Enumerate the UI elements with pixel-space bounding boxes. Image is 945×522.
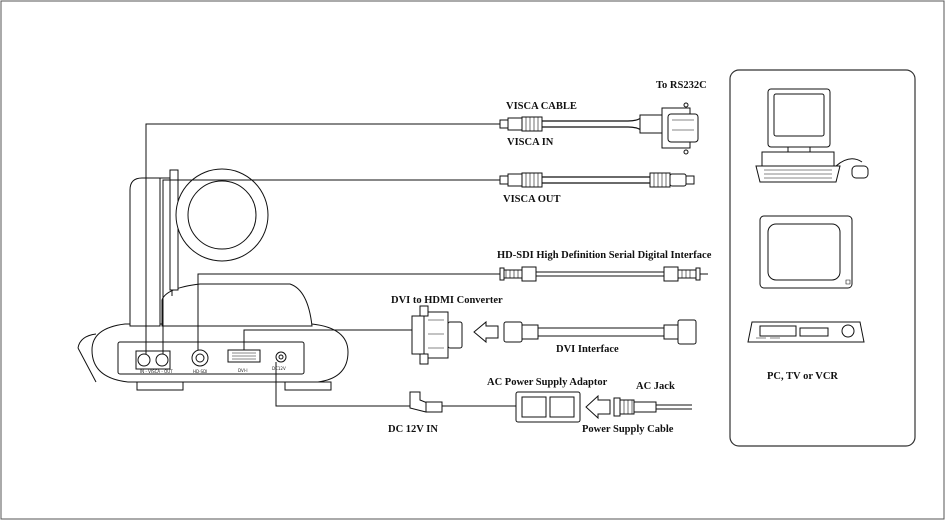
to-rs232c-label: To RS232C	[656, 80, 707, 91]
ac-jack-label: AC Jack	[636, 381, 675, 392]
visca-out-label: VISCA OUT	[503, 194, 560, 205]
dc-12v-in-label: DC 12V IN	[388, 424, 438, 435]
ac-adaptor-label: AC Power Supply Adaptor	[487, 377, 608, 388]
hd-sdi-port-label: HD-SDI	[193, 369, 207, 374]
pc-icon	[755, 88, 869, 183]
dvi-interface-label: DVI Interface	[556, 344, 619, 355]
dvi-hdmi-converter-label: DVI to HDMI Converter	[391, 295, 503, 306]
visca-cable	[499, 102, 699, 155]
visca-out-cable	[499, 172, 695, 188]
dvi-port-label: DVI-I	[238, 368, 248, 373]
hd-sdi-label: HD-SDI High Definition Serial Digital In…	[497, 250, 712, 261]
cable-lines	[145, 123, 500, 407]
power-supply-cable-label: Power Supply Cable	[582, 424, 674, 435]
dvi-arrow	[473, 320, 499, 344]
visca-port-label: IN - VISCA - OUT	[140, 369, 173, 374]
tv-icon	[759, 215, 853, 289]
dvi-cable	[503, 319, 697, 345]
ptz-camera	[77, 168, 349, 391]
vcr-icon	[747, 321, 865, 343]
dc-port-label: DC12V	[272, 366, 286, 371]
dvi-hdmi-converter	[411, 305, 463, 365]
hd-sdi-cable	[499, 266, 708, 282]
power-supply	[409, 391, 692, 423]
visca-in-label: VISCA IN	[507, 137, 554, 148]
devices-caption: PC, TV or VCR	[767, 371, 838, 382]
visca-cable-label: VISCA CABLE	[506, 101, 577, 112]
devices-panel	[729, 69, 916, 447]
